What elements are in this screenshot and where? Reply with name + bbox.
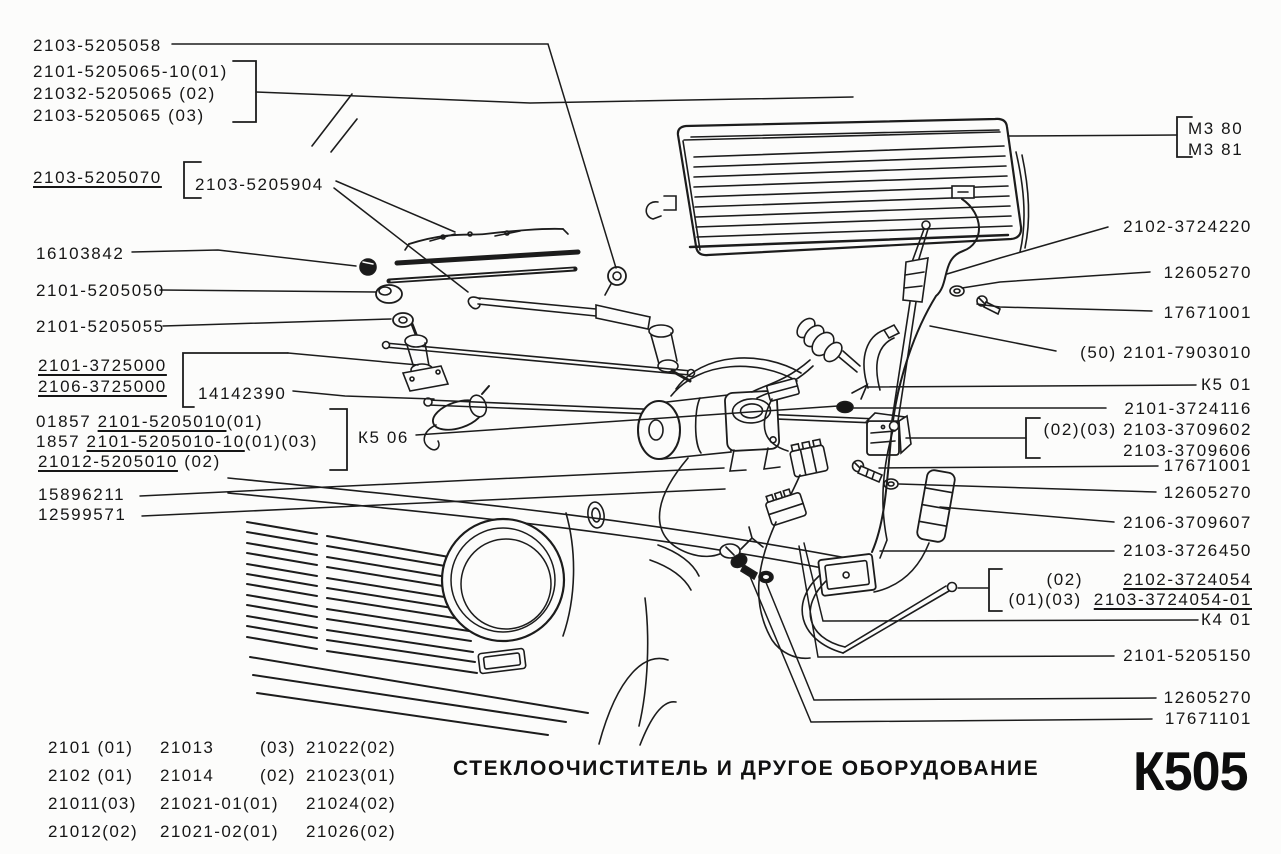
part-number-label: 2103-3726450 — [1123, 541, 1252, 560]
part-label-suffix: (01) — [226, 412, 264, 431]
sheet-ref-label: К5 06 — [358, 428, 409, 447]
part-number-label: (01)(03) 2103-3724054-01 — [1009, 590, 1253, 610]
part-label-number: 2101-5205010 — [97, 412, 227, 431]
wiper-blade-and-arm-sketch — [359, 227, 696, 451]
applicability-row: 2101 (01) 21013 (03) 21022(02) — [48, 738, 396, 766]
sheet-ref-label: М3 81 — [1188, 140, 1244, 159]
part-number-label: 2103-5205065 (03) — [33, 106, 205, 125]
part-number-label: 2101-5205055 — [36, 317, 165, 336]
applicability-cell: 2102 (01) — [48, 766, 134, 785]
part-number-label: 12605270 — [1163, 688, 1252, 707]
applicability-cell: 21014 — [160, 766, 215, 785]
part-number-label: 17671001 — [1163, 303, 1252, 322]
applicability-table: 2101 (01)21013(03)21022(02) 2102 (01)210… — [48, 738, 396, 850]
part-number-label: 01857 2101-5205010(01) — [36, 412, 263, 432]
part-number-label: 2106-3725000 — [38, 377, 167, 396]
part-label-suffix: (01)(03) — [244, 432, 319, 451]
sheet-ref-label: К4 01 — [1201, 610, 1252, 629]
part-number-label: 12605270 — [1163, 483, 1252, 502]
part-number-label: (02) 2102-3724054 — [1046, 570, 1252, 590]
applicability-cell: 21026(02) — [306, 822, 397, 841]
part-number-label: 12599571 — [38, 505, 127, 524]
part-number-label: 2101-5205150 — [1123, 646, 1252, 665]
part-label-prefix: 1857 — [36, 432, 87, 451]
page-code: К505 — [1133, 741, 1248, 803]
part-number-label: 2101-3724116 — [1124, 399, 1252, 418]
part-number-label: 2106-3709607 — [1123, 513, 1252, 532]
applicability-cell: 2101 (01) — [48, 738, 134, 757]
part-label-number: 21012-5205010 — [38, 452, 178, 471]
headlight-sketch — [440, 517, 566, 643]
applicability-cell: 21023(01) — [306, 766, 397, 785]
rear-window-sketch — [645, 117, 1030, 559]
sheet-ref-label: М3 80 — [1188, 119, 1244, 138]
washer-pump-sketch — [423, 385, 490, 451]
car-front-sketch — [227, 93, 869, 746]
applicability-cell: 21013 — [160, 738, 215, 757]
applicability-row: 21012(02) 21021-02(01) 21026(02) — [48, 822, 396, 850]
applicability-row: 2102 (01) 21014 (02) 21023(01) — [48, 766, 396, 794]
part-number-label: 2101-5205065-10(01) — [33, 62, 228, 81]
part-number-label: 2103-5205904 — [195, 175, 324, 194]
part-number-label: 21032-5205065 (02) — [33, 84, 216, 103]
applicability-cell: 21024(02) — [306, 794, 397, 813]
page-title: СТЕКЛООЧИСТИТЕЛЬ И ДРУГОЕ ОБОРУДОВАНИЕ — [453, 757, 1040, 780]
badge-sketch — [477, 647, 527, 675]
part-number-label: 17671001 — [1163, 456, 1252, 475]
part-label-prefix: (02) — [1046, 570, 1084, 589]
applicability-cell: 21021-02(01) — [160, 822, 279, 841]
part-label-suffix: (02) — [177, 452, 221, 471]
part-label-number: 2103-3724054-01 — [1093, 590, 1252, 609]
part-number-label: 15896211 — [38, 485, 126, 504]
applicability-cell: (03) — [260, 738, 296, 757]
part-label-number: 2102-3724054 — [1123, 570, 1252, 589]
part-number-label: 1857 2101-5205010-10(01)(03) — [36, 432, 318, 452]
applicability-cell: 21022(02) — [306, 738, 397, 757]
part-number-label: (50) 2101-7903010 — [1080, 343, 1252, 362]
part-number-label: 2103-3709606 — [1123, 441, 1252, 460]
part-label-prefix: (01)(03) — [1008, 590, 1082, 609]
part-number-label: 2101-3725000 — [38, 356, 167, 375]
part-number-label: 2101-5205050 — [36, 281, 165, 300]
part-number-label: 2102-3724220 — [1123, 217, 1252, 236]
part-number-label: 17671101 — [1164, 709, 1252, 728]
leader-lines — [131, 43, 1199, 723]
applicability-cell: 21021-01(01) — [160, 794, 279, 813]
part-number-label: 12605270 — [1163, 263, 1252, 282]
label-brackets — [182, 60, 1193, 612]
antenna-sketch — [879, 220, 931, 559]
applicability-cell: (02) — [260, 766, 296, 785]
applicability-cell: 21011(03) — [48, 794, 137, 813]
part-number-label: 2103-5205058 — [33, 36, 162, 55]
part-number-label: 14142390 — [198, 384, 287, 403]
part-label-prefix: 01857 — [36, 412, 98, 431]
part-number-label: 16103842 — [36, 244, 125, 263]
part-number-label: 2103-5205070 — [33, 168, 162, 187]
applicability-row: 21011(03) 21021-01(01) 21024(02) — [48, 794, 396, 822]
applicability-cell: 21012(02) — [48, 822, 139, 841]
part-number-label: (02)(03) 2103-3709602 — [1043, 420, 1252, 439]
sheet-ref-label: К5 01 — [1201, 375, 1252, 394]
part-label-number: 2101-5205010-10 — [86, 432, 245, 451]
part-number-label: 21012-5205010 (02) — [38, 452, 221, 472]
